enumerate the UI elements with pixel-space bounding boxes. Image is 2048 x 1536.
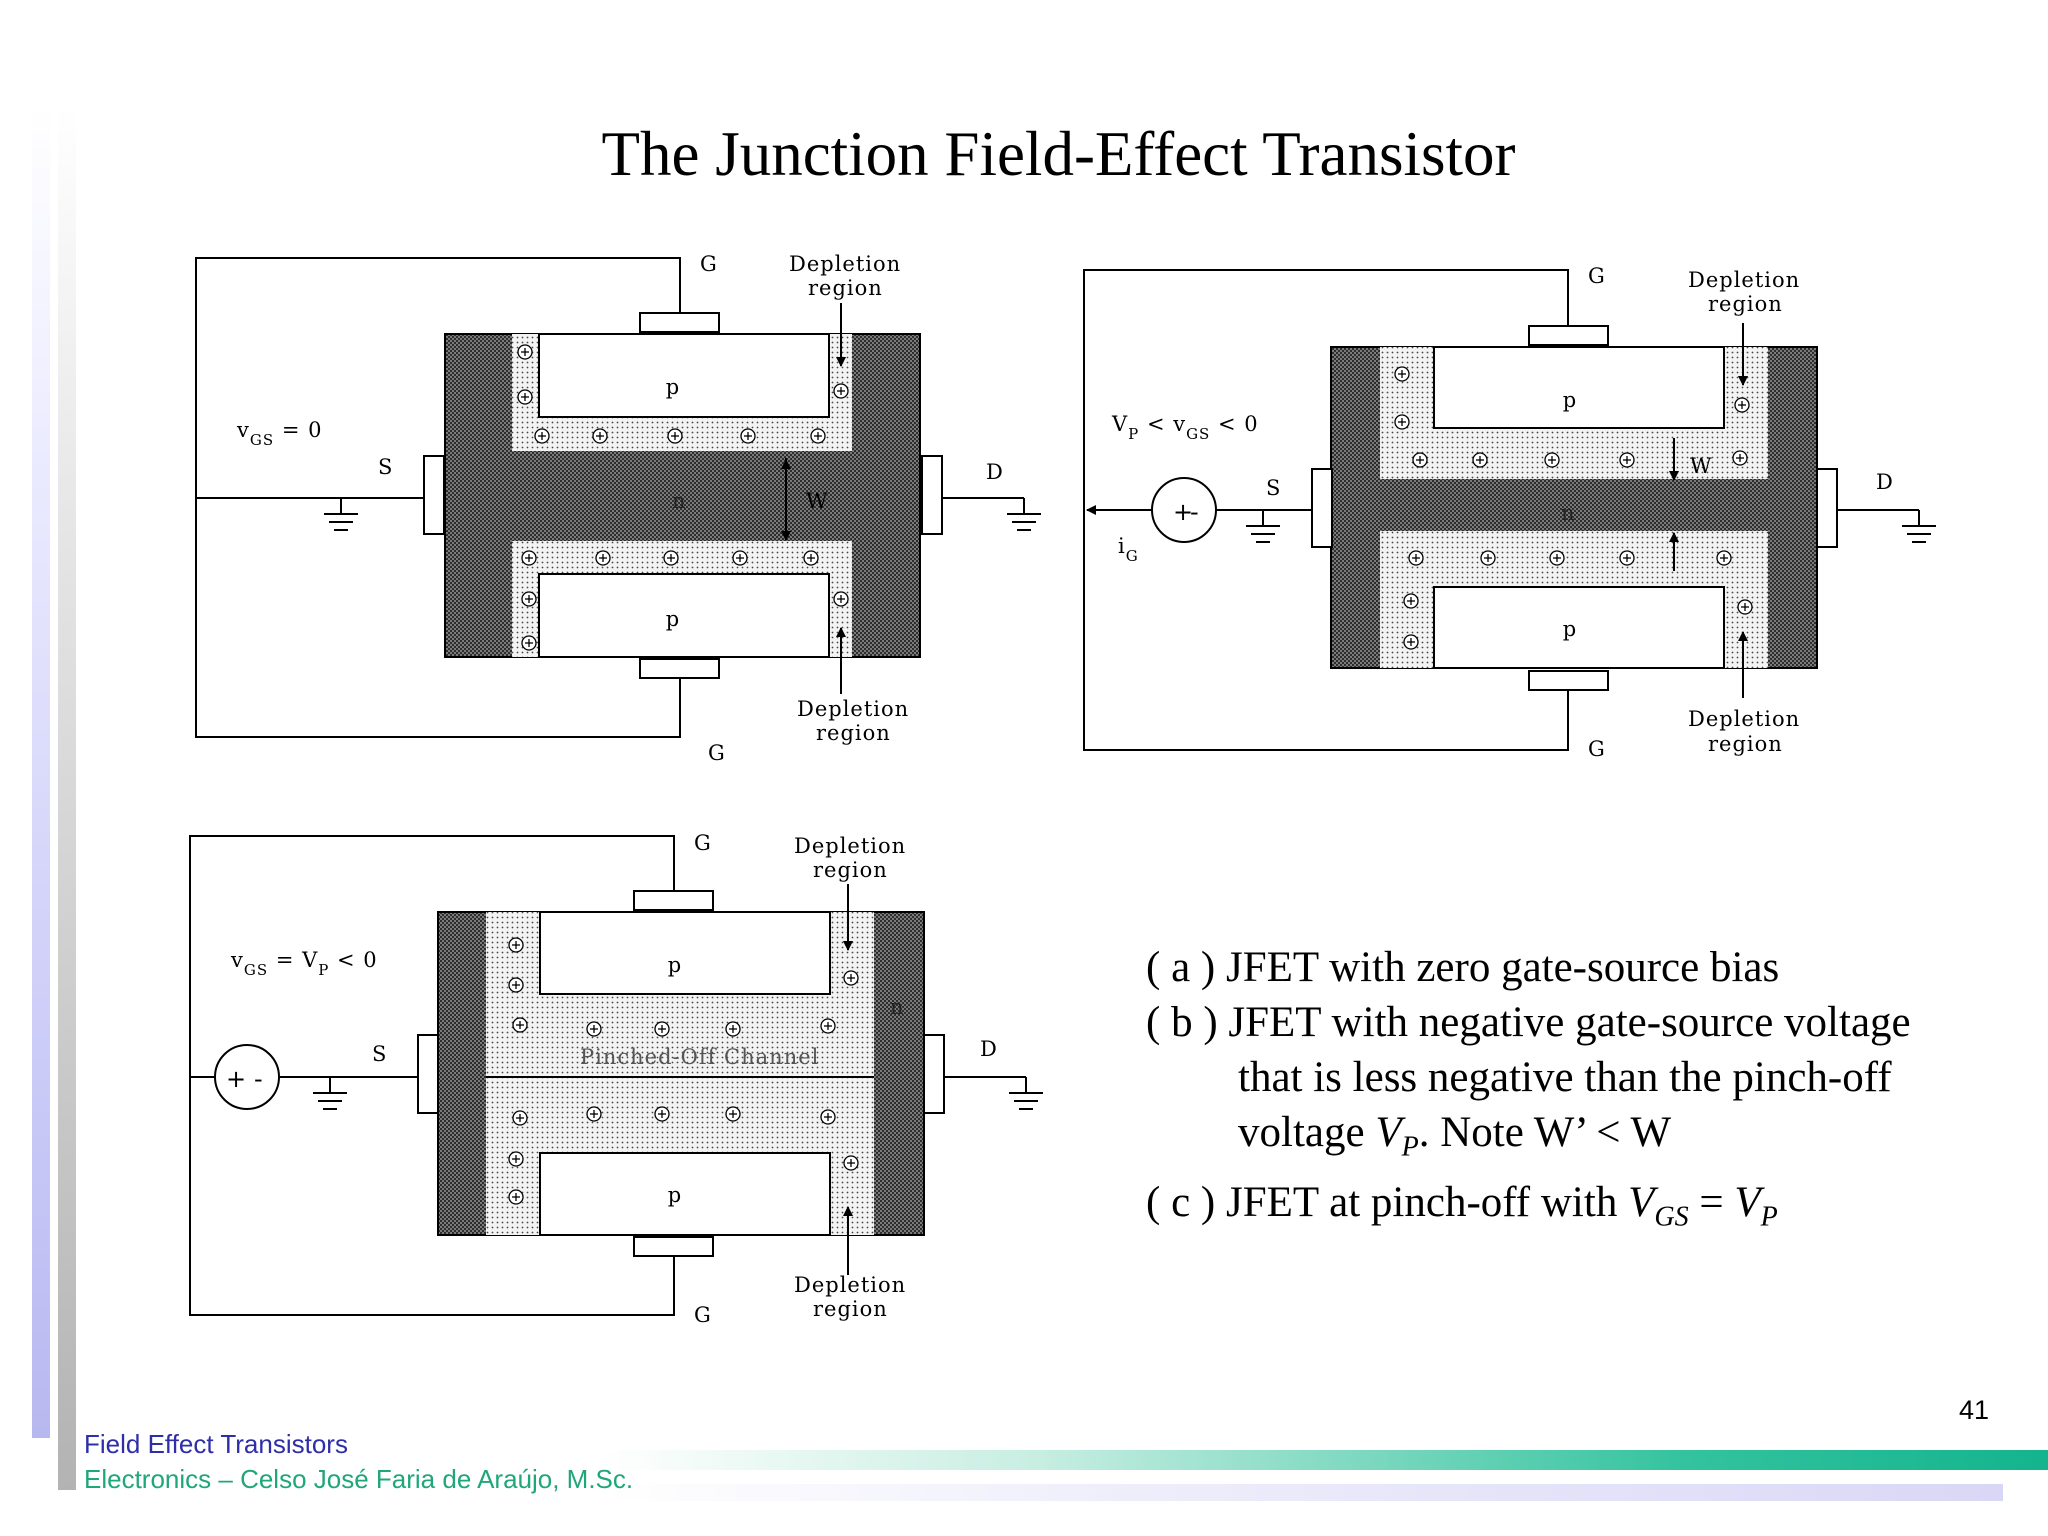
depletion-top-a-l2: region <box>808 276 883 300</box>
depletion-top-b-l1: Depletion <box>1688 268 1800 292</box>
caption-a: ( a ) JFET with zero gate-source bias <box>1146 944 1780 991</box>
footer-lavender-bar <box>600 1484 2003 1501</box>
width-label-a: W <box>806 489 829 513</box>
pinched-off-label: Pinched-Off Channel <box>580 1045 819 1069</box>
ion-markers <box>508 344 1753 1205</box>
p-label-bottom-b: p <box>1563 617 1577 641</box>
caption-b-line1: ( b ) JFET with negative gate-source vol… <box>1146 999 1911 1046</box>
diagram-a <box>195 257 1041 738</box>
p-region-top-a <box>538 333 830 418</box>
captions: ( a ) JFET with zero gate-source bias ( … <box>1146 940 1911 1244</box>
depletion-bottom-a-l2: region <box>816 721 891 745</box>
footer-course-title: Field Effect Transistors <box>84 1429 348 1459</box>
footer-teal-bar <box>600 1450 2048 1470</box>
p-label-top-a: p <box>666 375 680 399</box>
depletion-top-a-l1: Depletion <box>789 252 901 276</box>
condition-a: vGS = 0 <box>236 418 322 449</box>
drain-label-b: D <box>1876 470 1894 494</box>
caption-b-line3: voltage VP. Note W’ < W <box>1238 1109 1672 1163</box>
p-region-bottom-c <box>539 1152 831 1236</box>
p-region-bottom-a <box>538 573 830 658</box>
source-label-b: S <box>1266 476 1281 500</box>
p-label-bottom-c: p <box>668 1183 682 1207</box>
depletion-bottom-a-l1: Depletion <box>797 697 909 721</box>
drain-contact-a <box>921 455 943 535</box>
diagram-b <box>1083 269 1936 751</box>
depletion-top-c-l1: Depletion <box>794 834 906 858</box>
gate-label-top-b: G <box>1588 264 1606 288</box>
p-label-bottom-a: p <box>666 607 680 631</box>
source-label-c: S <box>372 1042 387 1066</box>
footer-author: Electronics – Celso José Faria de Araújo… <box>84 1464 634 1494</box>
p-region-top-c <box>539 911 831 995</box>
slide-title: The Junction Field-Effect Transistor <box>601 119 1516 189</box>
depletion-bottom-c-l2: region <box>813 1297 888 1321</box>
p-region-bottom-b <box>1433 586 1725 669</box>
caption-b-line2: that is less negative than the pinch-off <box>1238 1054 1892 1101</box>
page-number: 41 <box>1958 1395 1989 1425</box>
source-minus-c: - <box>254 1065 264 1093</box>
gate-contact-top-a <box>639 312 720 333</box>
p-region-top-b <box>1433 346 1725 429</box>
condition-b: VP < vGS < 0 <box>1111 412 1259 443</box>
n-label-a: n <box>672 489 687 513</box>
gate-label-top-c: G <box>694 831 712 855</box>
n-label-c: n <box>890 995 905 1019</box>
p-label-top-b: p <box>1563 388 1577 412</box>
gate-label-bottom-c: G <box>694 1303 712 1327</box>
gate-label-bottom-a: G <box>708 741 726 765</box>
source-plus-c: + <box>226 1065 247 1093</box>
depletion-bottom-b-l2: region <box>1708 732 1783 756</box>
source-contact-a <box>423 455 445 535</box>
source-plus-b: + <box>1173 498 1194 526</box>
left-decor-bar-outer <box>32 105 50 1438</box>
p-label-top-c: p <box>668 953 682 977</box>
caption-c: ( c ) JFET at pinch-off with VGS = VP <box>1146 1178 1778 1233</box>
depletion-top-c-l2: region <box>813 858 888 882</box>
diagram-c <box>189 835 1043 1316</box>
width-label-b: W <box>1690 454 1713 478</box>
current-label-b: iG <box>1118 534 1139 565</box>
gate-label-top-a: G <box>700 252 718 276</box>
n-label-b: n <box>1561 501 1576 525</box>
gate-contact-bottom-a <box>639 658 720 679</box>
depletion-bottom-b-l1: Depletion <box>1688 707 1800 731</box>
drain-label-a: D <box>986 460 1004 484</box>
depletion-top-b-l2: region <box>1708 292 1783 316</box>
gate-label-bottom-b: G <box>1588 737 1606 761</box>
depletion-bottom-c-l1: Depletion <box>794 1273 906 1297</box>
condition-c: vGS = VP < 0 <box>230 948 378 979</box>
left-decor-bar-inner <box>58 105 76 1490</box>
source-minus-b: - <box>1190 498 1200 526</box>
drain-label-c: D <box>980 1037 998 1061</box>
source-label-a: S <box>378 455 393 479</box>
